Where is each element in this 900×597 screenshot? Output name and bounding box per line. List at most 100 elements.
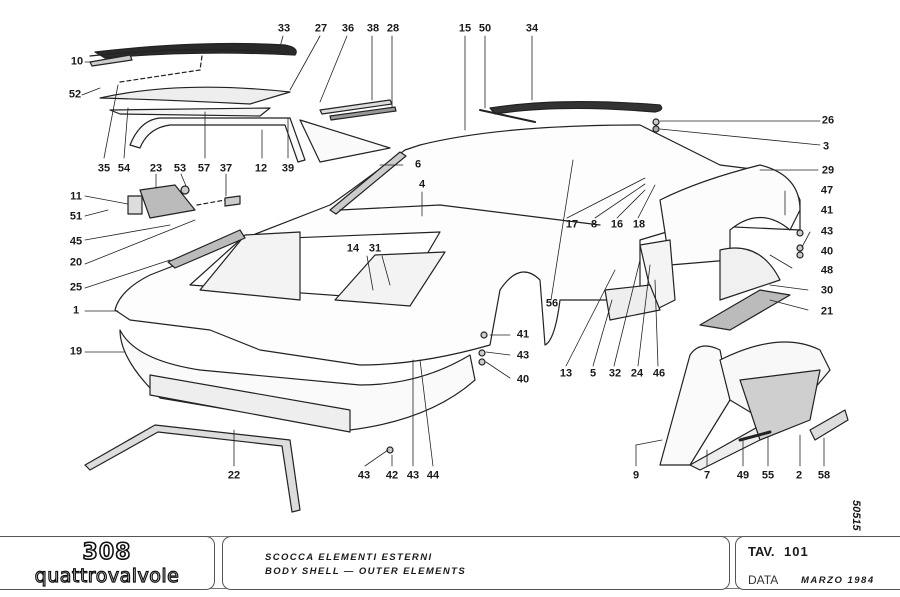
callout-43-rear: 43 [820,225,834,238]
part-sunroof-frame [99,86,291,105]
drawing-number: 50515 [850,500,862,531]
logo-variant: quattrovalvole [34,564,180,587]
title-box: SCOCCA ELEMENTI ESTERNI BODY SHELL — OUT… [222,536,730,590]
part-cap-3 [652,125,660,133]
callout-43-lower-b: 43 [406,469,420,482]
part-rear-floor-grate [739,369,821,441]
callout-23: 23 [149,162,163,175]
callout-29: 29 [821,164,835,177]
date-value: MARZO 1984 [801,575,875,586]
dashed-guide [119,55,203,83]
part-rear-spoiler [489,101,663,115]
part-inner-wheelarch-30 [719,247,781,301]
part-bolt-41b [796,229,804,237]
callout-11: 11 [70,190,82,203]
part-strip-55 [738,430,772,442]
part-nut-40b [796,251,804,259]
part-washer-43 [478,349,486,357]
callout-33: 33 [277,22,291,35]
callout-16: 16 [610,218,624,231]
callout-32: 32 [608,367,622,380]
tav-label: TAV. [748,544,775,559]
part-rear-quarter-29 [659,164,801,266]
callout-12: 12 [254,162,268,175]
part-left-quarter-9 [659,345,731,466]
part-bolt-42 [386,446,394,454]
callout-20: 20 [69,256,83,269]
callout-6: 6 [414,158,422,171]
callout-52: 52 [68,88,82,101]
callout-49: 49 [736,469,750,482]
part-wiper-50 [479,109,536,123]
callout-24: 24 [630,367,644,380]
callout-39: 39 [281,162,295,175]
part-trim-10 [89,54,133,67]
part-front-grille-25 [167,229,246,269]
part-bolt-41 [480,331,488,339]
callout-31: 31 [368,242,382,255]
callout-26: 26 [821,114,835,127]
part-hinge-11 [127,195,143,215]
logo-box: 308 quattrovalvole [0,536,215,590]
dashed-guide-2 [196,199,226,206]
callout-4: 4 [418,178,426,191]
callout-8: 8 [590,218,598,231]
part-latch-37 [224,195,241,207]
part-bracket-58 [809,409,849,441]
callout-47: 47 [820,184,834,197]
part-cap-26 [652,118,660,126]
part-rail-28 [329,106,397,121]
tav-value: 101 [784,544,809,559]
part-windscreen-pillar-6 [329,151,407,215]
callout-15: 15 [458,22,472,35]
part-grille-23 [139,184,196,219]
leader-lines [81,35,825,467]
callout-5: 5 [589,367,597,380]
callout-27: 27 [314,22,328,35]
callout-50: 50 [478,22,492,35]
callout-51: 51 [69,210,83,223]
callout-41-front: 41 [516,328,530,341]
callout-9: 9 [632,469,640,482]
part-washer-43b [796,244,804,252]
part-hood-panel [334,251,446,307]
callout-38: 38 [366,22,380,35]
part-washer-53 [180,185,190,195]
callout-53: 53 [173,162,187,175]
callout-14: 14 [346,242,360,255]
callout-34: 34 [525,22,539,35]
callout-1: 1 [72,304,80,317]
callout-42: 42 [385,469,399,482]
part-floor-21 [699,289,791,331]
callout-48: 48 [820,264,834,277]
sheet-info-box: TAV. 101 DATA MARZO 1984 [735,536,900,590]
callout-44: 44 [426,469,440,482]
callout-19: 19 [69,345,83,358]
callout-22: 22 [227,469,241,482]
callout-58: 58 [817,469,831,482]
date-label: DATA [748,573,779,587]
callout-17: 17 [565,218,579,231]
part-nut-40 [478,358,486,366]
callout-13: 13 [559,367,573,380]
callout-21: 21 [820,305,834,318]
part-hood-opening [199,231,301,301]
part-sail-panel [299,119,391,163]
part-roof-lining [109,107,271,117]
callout-43-lower-a: 43 [357,469,371,482]
part-targa-frame [129,117,306,163]
callout-57: 57 [197,162,211,175]
logo-model: 308 [82,539,132,566]
callout-25: 25 [69,281,83,294]
callout-56: 56 [545,297,559,310]
callout-45: 45 [69,235,83,248]
callout-30: 30 [820,284,834,297]
callout-35: 35 [97,162,111,175]
callout-37: 37 [219,162,233,175]
callout-3: 3 [822,140,830,153]
part-windscreen-4 [339,204,601,226]
callout-54: 54 [117,162,131,175]
callout-40-front: 40 [516,373,530,386]
callout-41-rear: 41 [820,204,834,217]
part-roof-panel [94,42,297,59]
